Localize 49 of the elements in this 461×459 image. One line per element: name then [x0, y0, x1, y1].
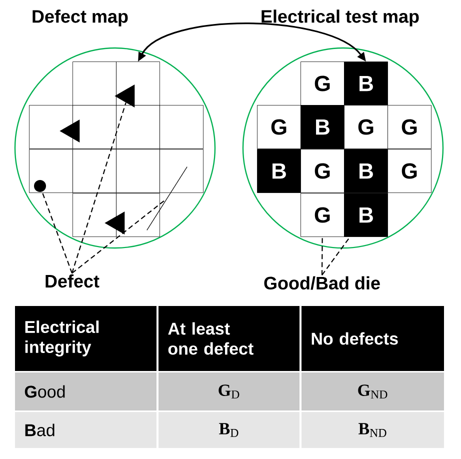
wafer-circle [14, 47, 216, 249]
die-cell: G [388, 149, 432, 193]
table-header-cell: At least one defect [158, 306, 300, 371]
defect-triangle [104, 211, 125, 235]
die-cell: B [257, 149, 301, 193]
leader-line [42, 192, 73, 274]
leader-line [71, 102, 126, 274]
die-cell: G [300, 62, 344, 106]
die-cell: B [344, 193, 388, 237]
die-cell [72, 105, 116, 149]
leader-line [322, 236, 350, 276]
map-heading: Defect map [32, 10, 128, 26]
die-cell [160, 149, 204, 193]
defect-triangle [114, 84, 135, 108]
leader-line [72, 199, 166, 274]
table-cell: B$_{ND}$ [302, 412, 444, 448]
table-header-cell: No defects [302, 306, 444, 371]
leader-line [321, 236, 323, 276]
die-cell: G [344, 105, 388, 149]
table-cell: G$_{D}$ [158, 372, 300, 410]
die-cell: G [300, 149, 344, 193]
die-cell [29, 105, 73, 149]
die-cell [160, 105, 204, 149]
die-cell: B [300, 105, 344, 149]
die-cell [116, 149, 160, 193]
die-cell [72, 62, 116, 106]
map-heading: Electrical test map [262, 10, 419, 26]
die-cell: G [300, 193, 344, 237]
table-cell: Bad [15, 412, 156, 448]
table-cell: Good [15, 372, 156, 410]
defect-dot [34, 180, 46, 192]
table-cell: B$_{D}$ [158, 412, 300, 448]
table-header-cell: Electrical integrity [15, 306, 156, 371]
die-cell: B [344, 149, 388, 193]
die-cell [116, 62, 160, 106]
scratch-line [146, 166, 188, 230]
die-cell: G [257, 105, 301, 149]
table-cell: G$_{ND}$ [302, 372, 444, 410]
die-cell: B [344, 62, 388, 106]
callout-label: Defect [46, 274, 100, 288]
die-cell [116, 193, 160, 237]
wafer-circle [242, 47, 444, 249]
die-cell [72, 149, 116, 193]
die-cell [116, 105, 160, 149]
die-cell [29, 149, 73, 193]
die-cell: G [388, 105, 432, 149]
callout-label: Good/Bad die [264, 276, 380, 290]
die-cell [72, 193, 116, 237]
defect-triangle [60, 119, 80, 143]
